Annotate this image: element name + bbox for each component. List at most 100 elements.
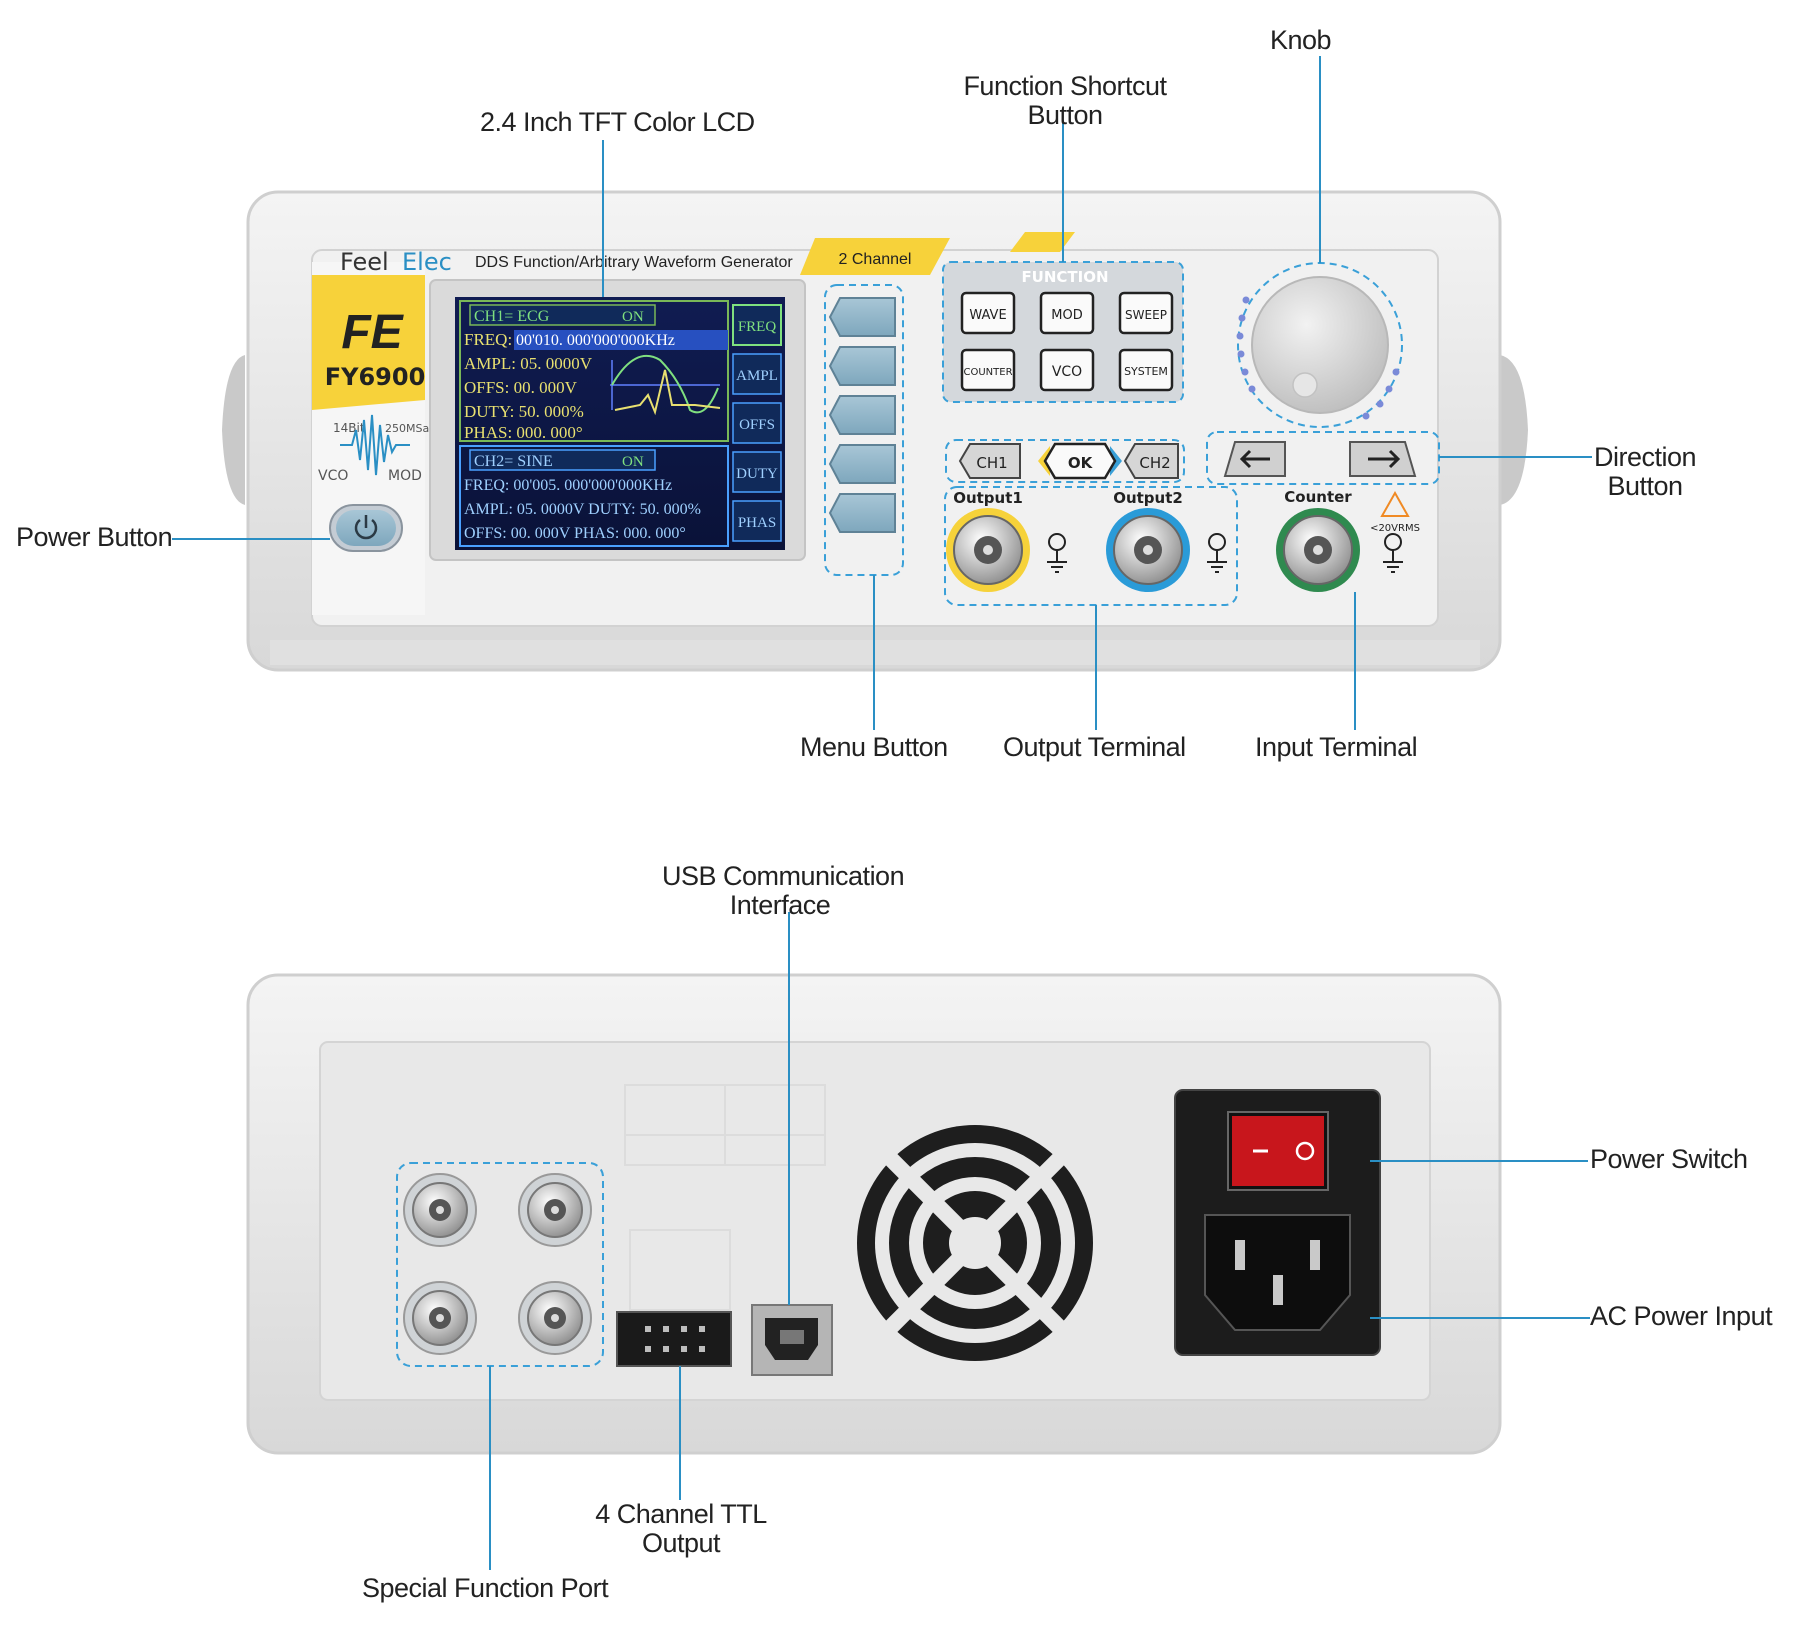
waveform-logo-icon (340, 414, 410, 476)
embossed-ttl-area (629, 1229, 731, 1311)
rear-panel (246, 973, 1502, 1455)
menu-button-4[interactable] (828, 444, 896, 484)
channel-badge: 2 Channel (839, 251, 912, 268)
output2-label: Output2 (1113, 489, 1183, 507)
lcd-ch1-freq-label: FREQ: (464, 330, 512, 349)
counter-button[interactable] (960, 348, 1016, 392)
lcd-ch1-ampl: AMPL: 05. 0000V (464, 354, 593, 373)
menu-button-2[interactable] (828, 346, 896, 386)
lcd-ch2-offs-phas: OFFS: 00. 000V PHAS: 000. 000° (464, 525, 686, 542)
device-subtitle: DDS Function/Arbitrary Waveform Generato… (475, 254, 793, 271)
lcd-menu-offs: OFFS (739, 417, 775, 433)
lcd-ch2-freq: FREQ: 00'005. 000'000'000KHz (464, 477, 672, 494)
system-button[interactable] (1118, 348, 1174, 392)
callout-lcd: 2.4 Inch TFT Color LCD (480, 107, 755, 137)
callout-output-terminal: Output Terminal (1003, 732, 1186, 762)
menu-buttons (828, 297, 896, 533)
callout-function-shortcut-line2: Button (1027, 100, 1103, 130)
lcd-menu-duty: DUTY (736, 466, 778, 482)
power-button[interactable] (329, 504, 403, 552)
ttl-output-header[interactable] (616, 1311, 732, 1367)
ch1-button-label: CH1 (976, 454, 1007, 472)
vco-button[interactable] (1039, 348, 1095, 392)
ground-icon (1047, 533, 1403, 573)
ok-button[interactable] (1043, 442, 1117, 480)
callout-menu-button: Menu Button (800, 732, 948, 762)
callout-usb-line1: USB Communication (662, 861, 905, 891)
lcd-ch2-ampl-duty: AMPL: 05. 0000V DUTY: 50. 000% (464, 501, 701, 518)
left-arrow-icon (1239, 449, 1270, 469)
output1-label: Output1 (953, 489, 1023, 507)
lcd-ch1-frame (459, 300, 729, 442)
counter-warning: <20VRMS (1370, 523, 1420, 534)
counter-button-label: COUNTER (963, 367, 1012, 378)
lcd-ch1-wave (611, 355, 719, 414)
left-handle (222, 355, 245, 505)
lcd-ch1-phas: PHAS: 000. 000° (464, 423, 583, 442)
callout-direction-line2: Button (1607, 471, 1683, 501)
yellow-badge (312, 275, 425, 410)
logo-mark: FE (341, 306, 404, 359)
fan-grille (857, 1125, 1093, 1361)
lcd-ch1-freq-highlight (514, 330, 728, 350)
callout-direction-button: Direction Button (1575, 443, 1715, 501)
ch1-button[interactable] (958, 443, 1021, 479)
lcd-ch2-header-box (469, 449, 656, 471)
callout-usb-line2: Interface (729, 890, 831, 920)
function-tab (1010, 232, 1075, 252)
lcd-ch1-duty: DUTY: 50. 000% (464, 402, 584, 421)
wave-button-label: WAVE (969, 308, 1006, 323)
callout-power-button: Power Button (16, 522, 173, 552)
menu-button-5[interactable] (828, 493, 896, 533)
lcd-ch2-header: CH2= SINE (474, 453, 553, 470)
switch-off-mark-icon (1295, 1141, 1315, 1161)
system-button-label: SYSTEM (1124, 365, 1168, 378)
right-handle (1500, 355, 1528, 505)
vco-button-label: VCO (1052, 364, 1082, 380)
lcd-ch2-wave (614, 369, 721, 416)
spec-rate: 250MSa/s (385, 422, 439, 435)
model-name: FY6900 (325, 363, 426, 391)
brand-feel: Feel (340, 248, 389, 276)
counter-label: Counter (1284, 488, 1352, 506)
ch2-button[interactable] (1123, 443, 1179, 479)
ttl-pins (645, 1326, 705, 1352)
channel-badge-bg (800, 238, 950, 275)
callout-direction-line1: Direction (1593, 442, 1697, 472)
callout-input-terminal: Input Terminal (1255, 732, 1418, 762)
knob-finger-dimple (1292, 372, 1318, 398)
lcd-ch1-header: CH1= ECG (474, 308, 550, 325)
mod-label: MOD (388, 468, 422, 484)
mod-button-label: MOD (1051, 308, 1082, 323)
knob[interactable] (1251, 276, 1389, 414)
lcd-ch1-freq-value: 00'010. 000'000'000KHz (516, 332, 675, 349)
ac-power-inlet[interactable] (1204, 1214, 1351, 1331)
callout-lines (172, 56, 1592, 1570)
front-panel: FE FY6900 14Bit 250MSa/s VCO MOD Feel El… (222, 190, 1528, 672)
lcd-ch1-header-box (469, 304, 656, 326)
lcd-menu-ampl: AMPL (736, 368, 778, 384)
ok-button-label: OK (1068, 454, 1094, 472)
warning-icon (1380, 490, 1410, 517)
callout-ttl-line2: Output (641, 1528, 721, 1558)
lcd-ch2-on: ON (622, 454, 644, 470)
output-dash (944, 486, 1238, 606)
menu-button-3[interactable] (828, 395, 896, 435)
lcd-ch1-on: ON (622, 309, 644, 325)
callout-usb: USB Communication Interface (662, 861, 905, 920)
lcd-ch2-frame (459, 445, 729, 547)
power-icon (354, 519, 378, 540)
menu-button-1[interactable] (828, 297, 896, 337)
spec-bits: 14Bit (333, 421, 365, 435)
lcd-ch1-offs: OFFS: 00. 000V (464, 378, 578, 397)
sweep-button[interactable] (1118, 291, 1174, 335)
lcd-menu: FREQ AMPL OFFS DUTY PHAS (732, 304, 782, 542)
mod-button[interactable] (1039, 291, 1095, 335)
right-arrow-icon (1368, 449, 1401, 469)
wave-button[interactable] (960, 291, 1016, 335)
callout-ttl: 4 Channel TTL Output (583, 1500, 779, 1558)
lcd-menu-freq-box (732, 304, 782, 346)
function-buttons: WAVE MOD SWEEP COUNTER VCO SYSTEM (960, 291, 1174, 392)
channel-select-dash (945, 439, 1185, 483)
